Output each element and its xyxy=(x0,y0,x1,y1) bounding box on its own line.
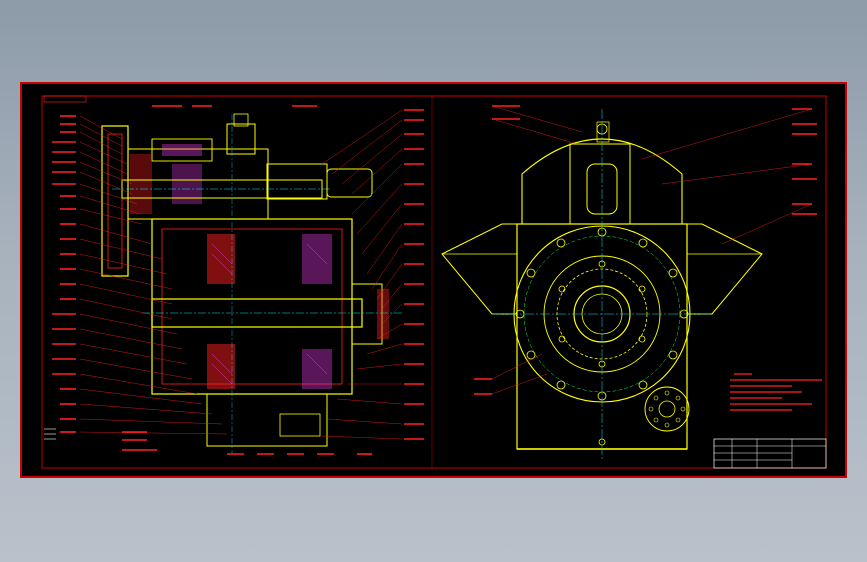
end-view xyxy=(441,105,827,469)
title-block xyxy=(713,438,827,469)
cad-drawing xyxy=(41,95,827,469)
drawing-tag-box xyxy=(43,95,87,103)
sectional-view xyxy=(44,105,424,455)
inner-frame xyxy=(41,95,827,469)
drawing-sheet xyxy=(20,82,847,478)
